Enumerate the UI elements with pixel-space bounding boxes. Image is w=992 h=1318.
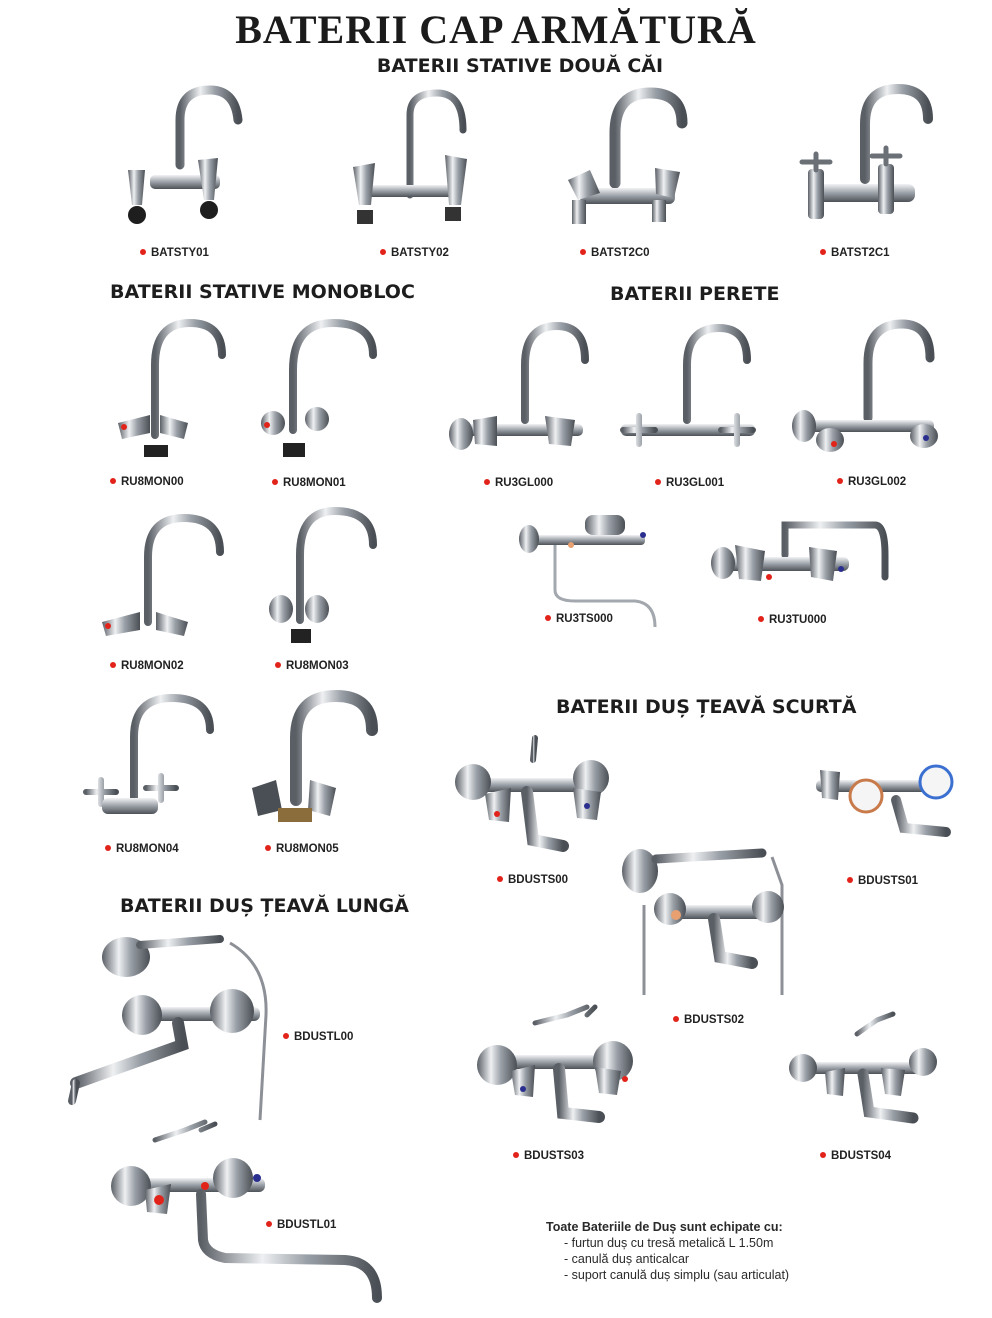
wall-tap-icon: [711, 521, 889, 581]
bullet-dot: [275, 662, 281, 668]
bullet-dot: [484, 479, 490, 485]
faucet-image-ru3gl000: [445, 320, 590, 460]
faucet-image-bdusts00: [455, 730, 610, 852]
faucet-image-ru8mon00: [110, 315, 235, 465]
product-code-batsty02: BATSTY02: [380, 247, 449, 259]
note-item: - furtun duș cu tresă metalică L 1.50m: [564, 1236, 774, 1250]
monobloc-tap-icon: [102, 513, 224, 636]
faucet-image-bdustl00: [68, 935, 275, 1125]
product-code-ru3tu000: RU3TU000: [758, 614, 827, 626]
wall-tap-icon: [519, 515, 657, 628]
product-code-batst2c0: BATST2C0: [580, 247, 650, 259]
monobloc-tap-icon: [118, 318, 226, 457]
bullet-dot: [837, 478, 843, 484]
product-code-bdusts00: BDUSTS00: [497, 874, 568, 886]
two-way-tap-icon: [353, 89, 467, 224]
faucet-image-ru3tu000: [705, 515, 890, 610]
bullet-dot: [758, 616, 764, 622]
bullet-dot: [497, 876, 503, 882]
bullet-dot: [820, 1152, 826, 1158]
faucet-image-bdusts03: [475, 1004, 640, 1135]
product-code-batsty01: BATSTY01: [140, 247, 209, 259]
bullet-dot: [673, 1016, 679, 1022]
shower-equipment-note: Toate Bateriile de Duș sunt echipate cu:…: [546, 1219, 789, 1283]
note-item: - suport canulă duș simplu (sau articula…: [564, 1268, 790, 1282]
faucet-image-ru3ts000: [515, 505, 665, 635]
bullet-dot: [110, 478, 116, 484]
section-title-stative-monobloc: BATERII STATIVE MONOBLOC: [110, 281, 415, 303]
bullet-dot: [847, 877, 853, 883]
faucet-image-ru8mon02: [100, 512, 230, 652]
section-title-stative-doua-cai: BATERII STATIVE DOUĂ CĂI: [376, 55, 664, 77]
product-code-ru8mon03: RU8MON03: [275, 660, 349, 672]
product-code-bdustl00: BDUSTL00: [283, 1031, 353, 1043]
shower-mixer-icon: [111, 1119, 382, 1303]
faucet-image-bdusts02: [622, 845, 792, 1000]
bullet-dot: [110, 662, 116, 668]
product-code-ru8mon04: RU8MON04: [105, 843, 179, 855]
bullet-dot: [105, 845, 111, 851]
product-code-ru3ts000: RU3TS000: [545, 613, 613, 625]
faucet-image-batsty01: [110, 80, 250, 230]
faucet-image-bdusts01: [800, 740, 955, 840]
faucet-image-ru8mon05: [248, 688, 383, 833]
faucet-image-batst2c1: [799, 83, 935, 229]
product-code-batst2c1: BATST2C1: [820, 247, 890, 259]
bullet-dot: [580, 249, 586, 255]
product-code-bdustl01: BDUSTL01: [266, 1219, 336, 1231]
faucet-image-ru8mon03: [265, 505, 385, 650]
product-code-bdusts02: BDUSTS02: [673, 1014, 744, 1026]
wall-tap-icon: [620, 323, 756, 447]
product-code-ru8mon01: RU8MON01: [272, 477, 346, 489]
two-way-tap-icon: [799, 83, 933, 219]
bullet-dot: [266, 1221, 272, 1227]
monobloc-tap-icon: [269, 506, 377, 643]
shower-mixer-icon: [789, 1011, 937, 1124]
faucet-image-bdusts04: [785, 1011, 937, 1132]
product-code-ru3gl000: RU3GL000: [484, 477, 553, 489]
product-code-ru3gl002: RU3GL002: [837, 476, 906, 488]
product-code-bdusts03: BDUSTS03: [513, 1150, 584, 1162]
shower-mixer-icon: [622, 848, 784, 995]
page-title: BATERII CAP ARMĂTURĂ: [235, 7, 757, 52]
bullet-dot: [272, 479, 278, 485]
faucet-image-ru3gl002: [790, 318, 940, 463]
wall-tap-icon: [792, 319, 938, 452]
bullet-dot: [265, 845, 271, 851]
product-code-ru8mon02: RU8MON02: [110, 660, 184, 672]
section-title-dus-teava-scurta: BATERII DUȘ ȚEAVĂ SCURTĂ: [556, 696, 857, 718]
bullet-dot: [513, 1152, 519, 1158]
bullet-dot: [283, 1033, 289, 1039]
faucet-image-ru8mon01: [255, 315, 385, 465]
two-way-tap-icon: [128, 85, 243, 224]
bullet-dot: [380, 249, 386, 255]
bullet-dot: [820, 249, 826, 255]
shower-mixer-icon: [68, 935, 268, 1121]
bullet-dot: [655, 479, 661, 485]
product-code-ru8mon00: RU8MON00: [110, 476, 184, 488]
note-intro: Toate Bateriile de Duș sunt echipate cu:: [546, 1220, 783, 1234]
product-code-ru8mon05: RU8MON05: [265, 843, 339, 855]
shower-mixer-icon: [455, 735, 609, 852]
shower-mixer-icon: [477, 1004, 633, 1123]
faucet-image-bdustl01: [105, 1119, 390, 1310]
faucet-image-ru8mon04: [82, 692, 222, 832]
faucet-image-batst2c0: [560, 87, 695, 228]
bullet-dot: [545, 615, 551, 621]
bullet-dot: [140, 249, 146, 255]
two-way-tap-icon: [568, 87, 688, 224]
product-code-bdusts01: BDUSTS01: [847, 875, 918, 887]
note-item: - canulă duș anticalcar: [564, 1252, 690, 1266]
product-code-bdusts04: BDUSTS04: [820, 1150, 891, 1162]
faucet-image-batsty02: [345, 85, 480, 235]
section-title-dus-teava-lunga: BATERII DUȘ ȚEAVĂ LUNGĂ: [120, 895, 409, 917]
faucet-image-ru3gl001: [615, 320, 760, 465]
monobloc-tap-icon: [261, 318, 377, 457]
monobloc-tap-icon: [252, 689, 378, 822]
wall-tap-icon: [449, 321, 589, 450]
section-title-perete: BATERII PERETE: [610, 283, 780, 305]
monobloc-tap-icon: [83, 693, 214, 814]
product-code-ru3gl001: RU3GL001: [655, 477, 724, 489]
shower-mixer-icon: [816, 764, 954, 837]
